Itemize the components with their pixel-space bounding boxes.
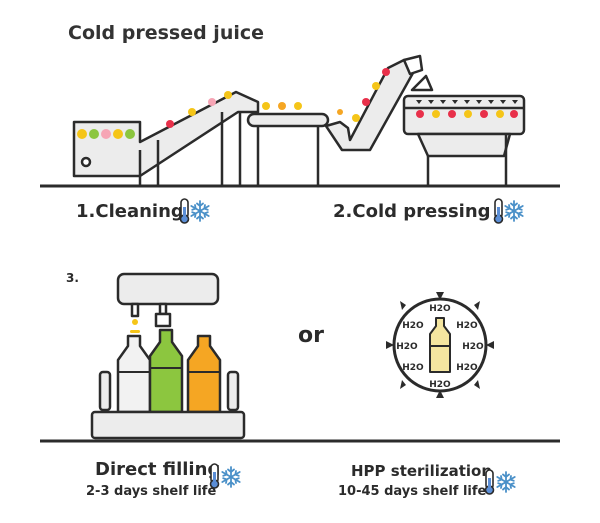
hpp-bottle <box>429 317 451 373</box>
thermometer-icon <box>493 198 504 224</box>
cold-press-machine <box>402 74 526 186</box>
hpp-vessel: H2O H2O H2O H2O H2O H2O H2O H2O <box>386 292 494 398</box>
snowflake-icon <box>190 200 210 222</box>
snowflake-icon <box>221 466 241 488</box>
h2o-label: H2O <box>429 304 451 314</box>
or-label: or <box>298 323 324 348</box>
transfer-belt <box>246 112 330 186</box>
thermometer-icon <box>179 198 190 224</box>
filling-bottles <box>116 328 222 414</box>
belt-fruits <box>262 102 302 110</box>
direct-filling-shelf-life: 2-3 days shelf life <box>86 484 217 499</box>
thermometer-icon <box>209 463 220 489</box>
press-triangles <box>416 100 518 104</box>
h2o-label: H2O <box>429 380 451 390</box>
filling-conveyor <box>90 370 246 440</box>
hpp-sterilization-title: HPP sterilization <box>351 462 493 480</box>
hpp-shelf-life: 10-45 days shelf life <box>338 484 487 499</box>
direct-filling-title: Direct filling <box>95 459 221 480</box>
h2o-label: H2O <box>456 363 478 373</box>
thermometer-icon <box>484 469 495 495</box>
snowflake-icon <box>504 200 524 222</box>
juice-drops <box>130 319 140 333</box>
h2o-label: H2O <box>456 321 478 331</box>
elevator-fruits <box>337 68 390 122</box>
pressure-arrows <box>386 292 494 398</box>
step-3-number: 3. <box>66 271 79 285</box>
elevator-conveyor <box>324 54 424 152</box>
h2o-label: H2O <box>402 363 424 373</box>
press-fruits <box>416 110 518 118</box>
step-cleaning-label: 1.Cleaning <box>76 201 184 222</box>
washing-fruits <box>77 91 232 139</box>
filling-head <box>116 272 220 328</box>
h2o-label: H2O <box>402 321 424 331</box>
washing-conveyor <box>72 90 260 186</box>
snowflake-icon <box>496 471 516 493</box>
step-cold-pressing-label: 2.Cold pressing <box>333 201 491 222</box>
h2o-label: H2O <box>462 342 484 352</box>
h2o-label: H2O <box>396 342 418 352</box>
page-title: Cold pressed juice <box>68 22 265 44</box>
